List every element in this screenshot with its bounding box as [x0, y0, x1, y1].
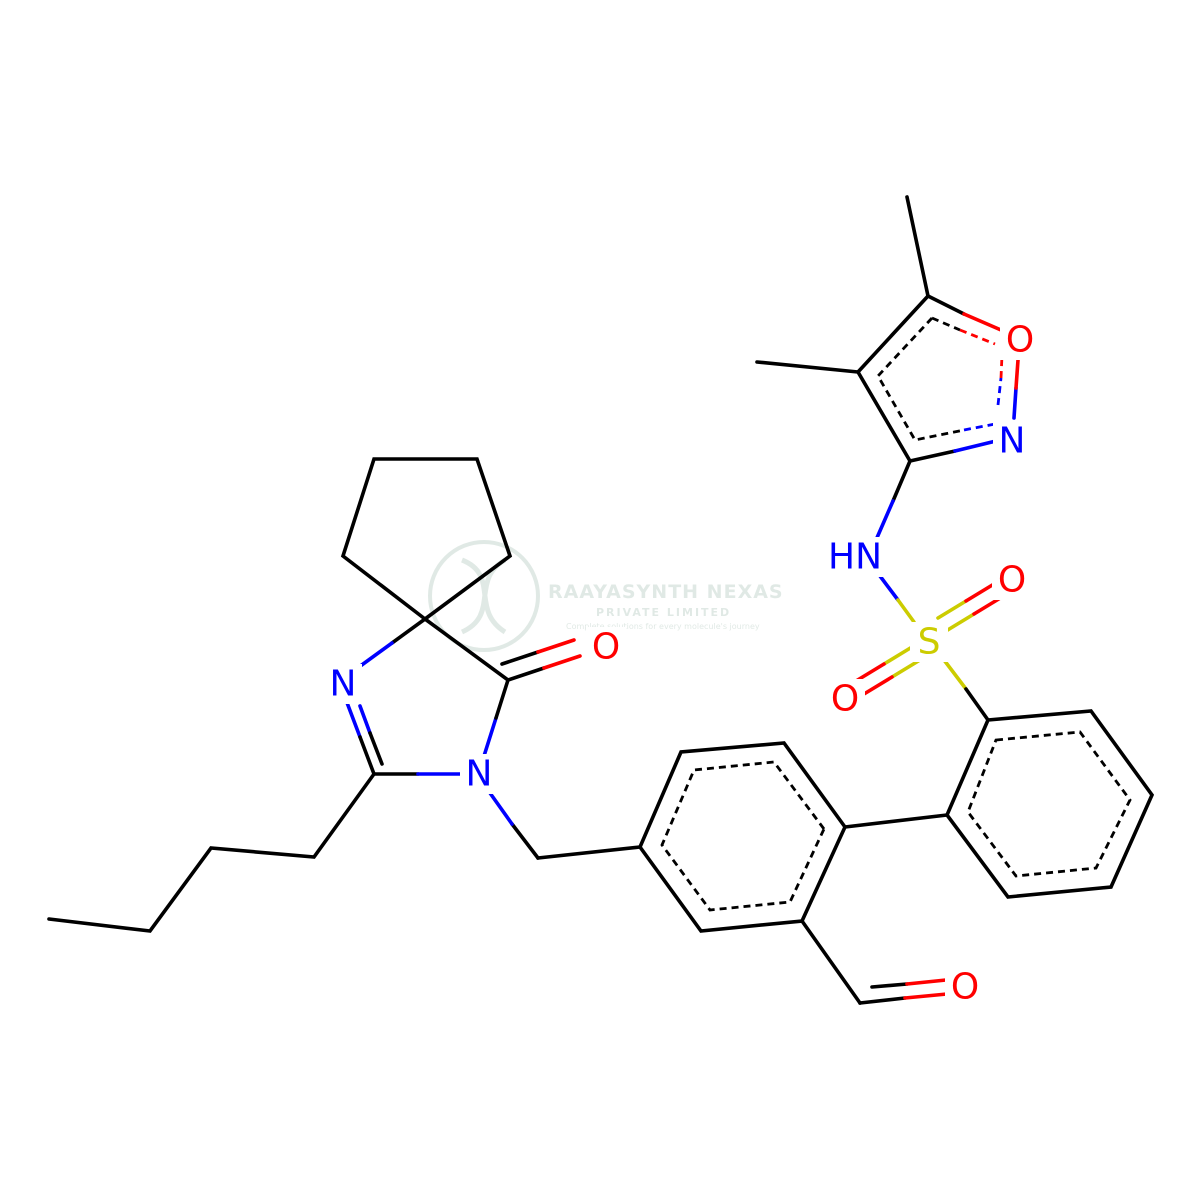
- bond-co-o-b-red: [536, 638, 576, 654]
- bond-ring-cho: [800, 919, 862, 1005]
- benzene-ring-middle: [637, 741, 848, 933]
- bond-spiro-n-blue: [357, 641, 394, 669]
- watermark-title: RAAYASYNTH NEXAS: [548, 581, 784, 603]
- bond-cho-o-a-red: [903, 992, 949, 1000]
- aromatic-isoxazole-n: [996, 377, 1003, 406]
- benzene-ring-right: [944, 709, 1155, 899]
- bond-c4-c3: [856, 370, 912, 463]
- atom-lactam-o: O: [592, 627, 620, 668]
- bond-c3-n: [908, 449, 957, 463]
- bond-nh-s-blue: [878, 574, 900, 602]
- bond-c3-n-blue: [953, 439, 998, 453]
- bond-c5-c4: [856, 294, 930, 374]
- bond-c3-nh: [891, 459, 912, 503]
- aromatic-isoxazole-o: [999, 354, 1004, 379]
- bond-c3-nh-blue: [874, 499, 895, 542]
- bond-cho-o-b-red: [905, 978, 948, 986]
- bond-co-o-a: [506, 666, 546, 682]
- atom-isoxazole-o: O: [1006, 320, 1034, 361]
- bond-cho-o-a: [858, 996, 907, 1005]
- bond-spiro-n: [390, 617, 427, 645]
- bond-s-o1-a: [936, 599, 968, 620]
- bond-methyl-c5: [905, 195, 930, 298]
- atom-imidazoline-n: N: [330, 664, 357, 705]
- atom-sulfonyl-o1: O: [998, 560, 1026, 601]
- bond-n-co-blue: [482, 716, 498, 758]
- atom-sulfonyl-o2: O: [831, 679, 859, 720]
- bond-n-co: [494, 678, 510, 720]
- bond-n-o-red: [1014, 358, 1020, 390]
- atom-labels: O N HN S O O N N O O: [324, 320, 1040, 1008]
- bond-n-c2: [358, 735, 376, 776]
- bond-biphenyl: [843, 813, 949, 829]
- bond-n-o-blue: [1012, 386, 1018, 420]
- bond-s-ring-yellow: [942, 658, 968, 691]
- bond-s-o2-b: [890, 658, 922, 679]
- bond-n-c2-blue: [344, 698, 362, 739]
- atom-lactam-n: N: [466, 754, 493, 795]
- bond-ring-ch2: [536, 845, 642, 860]
- atom-isoxazole-n: N: [999, 421, 1026, 462]
- bond-co-spiro: [423, 617, 510, 682]
- cyclopentane-ring: [340, 457, 513, 621]
- atom-sulfonamide-nh: HN: [828, 537, 882, 578]
- watermark-logo-icon: [428, 540, 540, 652]
- aromatic-isoxazole-inner: [876, 317, 965, 442]
- bond-s-o2-a-red: [854, 662, 886, 683]
- bond-n-c2-double-blue: [358, 704, 372, 735]
- watermark-subtitle: PRIVATE LIMITED: [596, 606, 731, 619]
- bond-s-ring: [964, 687, 990, 722]
- bond-c5-o-red: [962, 312, 1003, 332]
- bond-s-o1-a-red: [964, 582, 996, 603]
- bond-s-o1-b: [944, 612, 976, 633]
- atom-sulfonyl-s: S: [918, 622, 941, 663]
- bond-n-c2-double: [368, 731, 384, 766]
- bond-c4-methyl: [755, 360, 860, 374]
- aromatic-isoxazole-inner-n: [963, 422, 996, 432]
- bond-c5-o: [926, 294, 966, 316]
- dna-helix-icon: [460, 557, 507, 635]
- aromatic-isoxazole-c5o: [931, 316, 961, 332]
- bond-cho-o-b: [870, 982, 909, 989]
- aromatic-ring-middle: [660, 760, 826, 912]
- bond-ch2-n: [510, 822, 540, 860]
- bond-s-o2-b-red: [862, 675, 894, 696]
- bonds: [47, 195, 1155, 1005]
- aromatic-isoxazole-c5o-red: [959, 328, 996, 346]
- bond-nh-s-yellow: [896, 598, 916, 624]
- aromatic-ring-right: [966, 730, 1132, 878]
- butyl-chain: [47, 772, 376, 933]
- atom-aldehyde-o: O: [951, 967, 979, 1008]
- bond-co-o-b: [500, 650, 540, 666]
- bond-s-o2-a: [882, 645, 914, 666]
- watermark: RAAYASYNTH NEXAS PRIVATE LIMITED Complet…: [428, 540, 784, 652]
- watermark-tagline: Complete solutions for every molecule's …: [566, 622, 760, 631]
- bond-ch2-n-blue: [488, 791, 514, 826]
- bond-co-o-a-red: [542, 654, 582, 670]
